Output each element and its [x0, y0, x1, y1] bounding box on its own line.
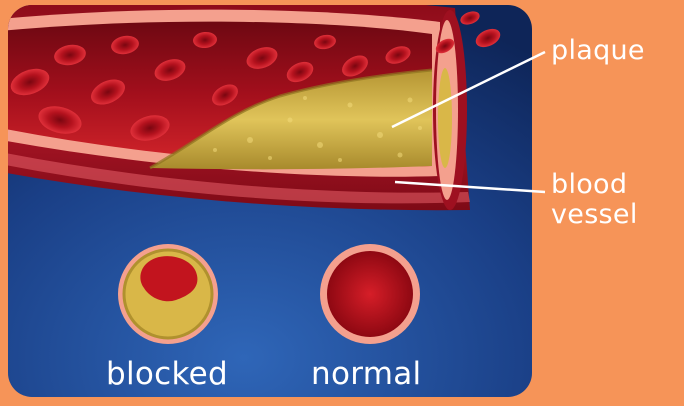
blood-vessel-label-line2: vessel [551, 200, 638, 230]
blocked-cross-section [118, 244, 218, 344]
blocked-caption: blocked [106, 356, 228, 392]
normal-cross-section [320, 244, 420, 344]
normal-caption: normal [311, 356, 421, 392]
vessel-cut-plaque [438, 68, 452, 168]
plaque-label: plaque [551, 36, 645, 66]
blood-vessel-label: blood vessel [551, 170, 638, 230]
blood-vessel-label-line1: blood [551, 170, 638, 200]
